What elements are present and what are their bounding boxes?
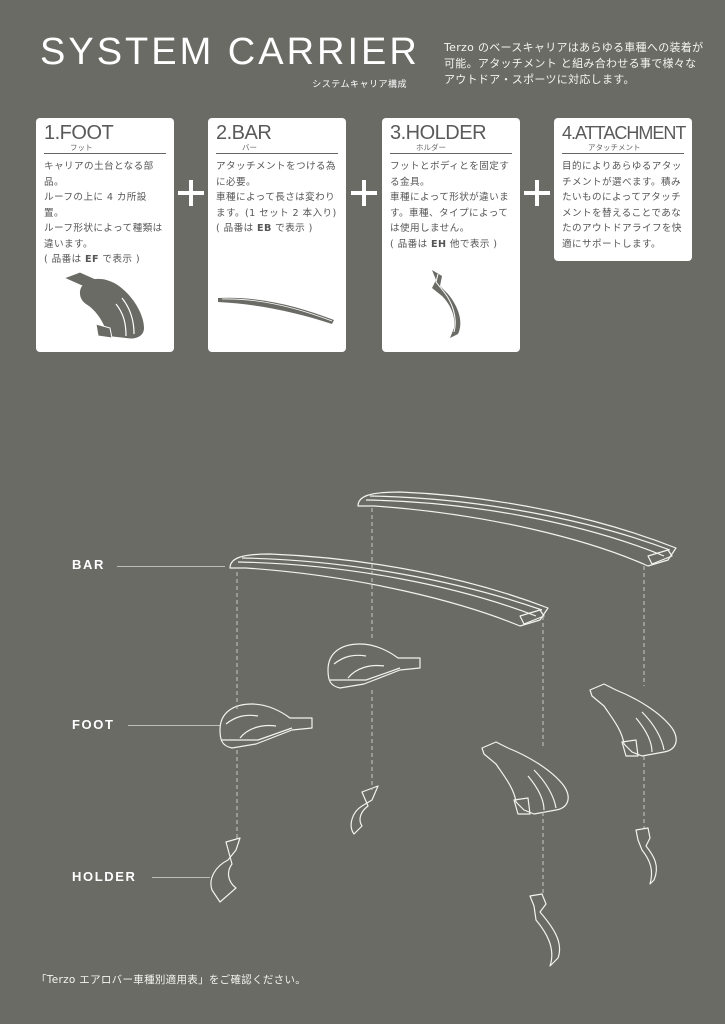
intro-text: Terzo のベースキャリアはあらゆる車種への装着が 可能。アタッチメント と組…	[444, 40, 712, 88]
card-line: たのアウトドアライフを快	[562, 223, 682, 234]
card-line: キャリアの土台となる部品。	[44, 161, 154, 188]
card-line: ルーフの上に 4 カ所設置。	[44, 192, 147, 219]
footnote: 「Terzo エアロバー車種別適用表」をご確認ください。	[36, 974, 307, 986]
part-code: ( 品番は EB で表示 )	[216, 223, 313, 234]
card-line: アタッチメントをつける為	[216, 161, 336, 172]
card-kana: バー	[242, 143, 257, 152]
card-line: る金具。	[390, 176, 430, 188]
bar-front-icon	[229, 553, 549, 627]
bar-rear-icon	[357, 491, 677, 567]
divider	[562, 153, 684, 154]
diagram-label-foot: FOOT	[72, 717, 115, 732]
plus-icon	[351, 180, 377, 206]
foot-icon	[327, 643, 421, 689]
card-line: 目的によりあらゆるアタッ	[562, 161, 682, 172]
card-line: ルーフ形状によって種類は	[44, 223, 163, 234]
card-line: ます。(1 セット 2 本入り)	[216, 207, 337, 219]
holder-icon	[529, 893, 561, 967]
card-kana: フット	[70, 143, 93, 152]
plus-icon	[524, 180, 550, 206]
holder-icon	[635, 827, 658, 885]
diagram-label-holder: HOLDER	[72, 869, 137, 884]
card-attachment: 4.ATTACHMENT アタッチメント 目的によりあらゆるアタッ チメントが選…	[554, 118, 692, 261]
card-description: 目的によりあらゆるアタッ チメントが選べます。積み たいものによってアタッチ メ…	[562, 159, 684, 252]
card-description: フットとボディとを固定す る金具。 車種によって形状が違いま す。車種、タイプに…	[390, 159, 512, 252]
holder-icon	[432, 270, 461, 338]
part-code: ( 品番は EH 他で表示 )	[390, 238, 498, 250]
card-heading: 4.ATTACHMENT	[562, 123, 686, 143]
card-foot: 1.FOOT フット キャリアの土台となる部品。 ルーフの上に 4 カ所設置。 …	[36, 118, 174, 352]
foot-icon	[219, 703, 313, 749]
card-heading: 2.BAR	[216, 122, 272, 144]
card-line: チメントが選べます。積み	[562, 176, 681, 188]
divider	[390, 153, 512, 154]
card-kana: ホルダー	[416, 143, 446, 152]
card-line: 違います。	[44, 238, 94, 250]
card-heading: 1.FOOT	[44, 122, 114, 144]
card-bar: 2.BAR バー アタッチメントをつける為 に必要。 車種によって長さは変わり …	[208, 118, 346, 352]
card-kana: アタッチメント	[588, 143, 641, 152]
leader-line-foot	[128, 725, 220, 726]
intro-line: アウトドア・スポーツに対応します。	[444, 73, 635, 86]
divider	[44, 153, 166, 154]
card-holder: 3.HOLDER ホルダー フットとボディとを固定す る金具。 車種によって形状…	[382, 118, 520, 352]
plus-icon	[178, 180, 204, 206]
page-subtitle: システムキャリア構成	[312, 80, 407, 90]
card-description: キャリアの土台となる部品。 ルーフの上に 4 カ所設置。 ルーフ形状によって種類…	[44, 159, 166, 268]
card-heading: 3.HOLDER	[390, 122, 487, 144]
card-line: メントを替えることであな	[562, 207, 682, 219]
holder-icon	[210, 837, 241, 903]
card-line: 車種によって形状が違いま	[390, 192, 510, 203]
exploded-diagram	[210, 491, 677, 967]
page-title: SYSTEM CARRIER	[40, 31, 420, 73]
foot-icon	[62, 271, 144, 339]
foot-icon	[589, 683, 677, 757]
foot-icon	[481, 741, 569, 815]
leader-line-holder	[152, 877, 210, 878]
card-description: アタッチメントをつける為 に必要。 車種によって長さは変わり ます。(1 セット…	[216, 159, 338, 237]
card-line: フットとボディとを固定す	[390, 161, 510, 172]
card-line: 適にサポートします。	[562, 238, 661, 250]
card-line: す。車種、タイプによって	[390, 207, 509, 219]
bar-icon	[218, 297, 334, 324]
intro-line: 可能。アタッチメント と組み合わせる事で様々な	[444, 57, 697, 70]
divider	[216, 153, 338, 154]
intro-line: Terzo のベースキャリアはあらゆる車種への装着が	[444, 41, 704, 54]
card-line: たいものによってアタッチ	[562, 192, 682, 203]
diagram-label-bar: BAR	[72, 557, 105, 572]
card-line: 車種によって長さは変わり	[216, 192, 336, 203]
card-line: に必要。	[216, 176, 256, 188]
part-code: ( 品番は EF で表示 )	[44, 254, 140, 265]
card-line: は使用しません。	[390, 223, 470, 234]
holder-icon	[350, 785, 379, 835]
leader-line-bar	[117, 566, 225, 567]
